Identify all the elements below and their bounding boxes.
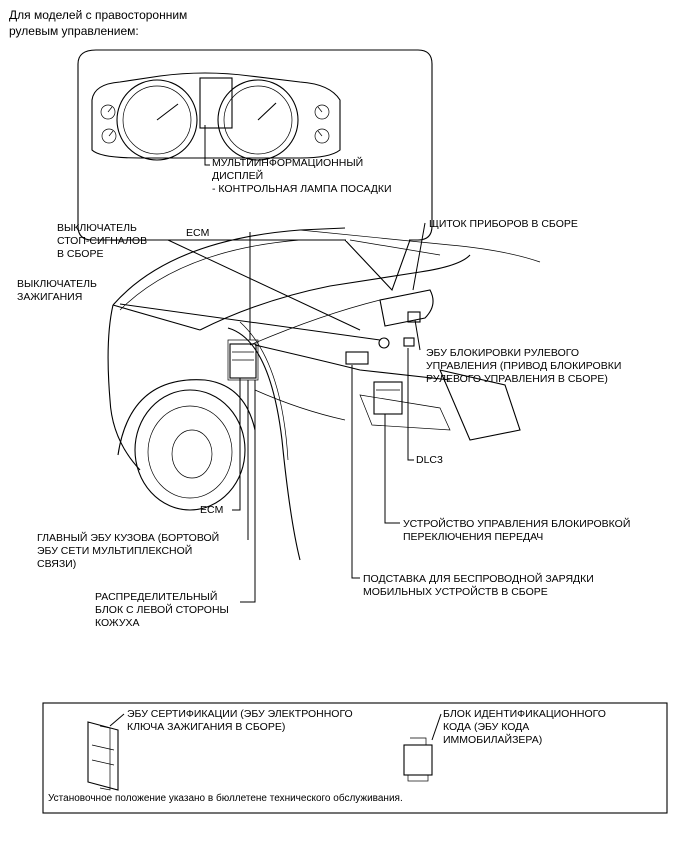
label-wireless-charger-line-2: МОБИЛЬНЫХ УСТРОЙСТВ В СБОРЕ — [363, 586, 548, 598]
label-multi-display: МУЛЬТИИНФОРМАЦИОННЫЙ ДИСПЛЕЙ - КОНТРОЛЬН… — [212, 157, 392, 196]
label-instrument-cluster: ЩИТОК ПРИБОРОВ В СБОРЕ — [429, 218, 578, 230]
label-shift-lock: УСТРОЙСТВО УПРАВЛЕНИЯ БЛОКИРОВКОЙ ПЕРЕКЛ… — [403, 518, 630, 544]
leader-lines — [119, 125, 426, 603]
label-id-code-box-line-3: ИММОБИЛАЙЗЕРА) — [443, 734, 543, 746]
label-ecm-top: ECM — [186, 227, 210, 239]
label-ignition-switch: ВЫКЛЮЧАТЕЛЬ ЗАЖИГАНИЯ — [17, 278, 97, 304]
header-line-2: рулевым управлением: — [9, 24, 139, 38]
label-stop-switch-line-2: СТОП-СИГНАЛОВ — [57, 235, 148, 247]
label-wireless-charger: ПОДСТАВКА ДЛЯ БЕСПРОВОДНОЙ ЗАРЯДКИ МОБИЛ… — [363, 573, 594, 599]
label-shift-lock-line-1: УСТРОЙСТВО УПРАВЛЕНИЯ БЛОКИРОВКОЙ — [403, 518, 631, 530]
label-id-code-box-line-1: БЛОК ИДЕНТИФИКАЦИОННОГО — [443, 708, 606, 720]
label-steering-lock: ЭБУ БЛОКИРОВКИ РУЛЕВОГО УПРАВЛЕНИЯ (ПРИВ… — [426, 347, 621, 386]
car-interior-sketch — [107, 227, 541, 561]
label-stop-switch-line-1: ВЫКЛЮЧАТЕЛЬ — [57, 222, 137, 234]
label-main-body-ecu-line-3: СВЯЗИ) — [37, 558, 77, 570]
label-junction-block-line-2: БЛОК С ЛЕВОЙ СТОРОНЫ — [95, 604, 229, 616]
label-stop-switch: ВЫКЛЮЧАТЕЛЬ СТОП-СИГНАЛОВ В СБОРЕ — [57, 222, 147, 261]
legend-box — [42, 702, 668, 814]
label-steering-lock-line-1: ЭБУ БЛОКИРОВКИ РУЛЕВОГО — [426, 347, 579, 359]
label-main-body-ecu-line-2: ЭБУ СЕТИ МУЛЬТИПЛЕКСНОЙ — [37, 545, 193, 557]
ignition-switch-shape — [378, 337, 390, 349]
service-bulletin-note: Установочное положение указано в бюллете… — [48, 793, 403, 804]
label-shift-lock-line-2: ПЕРЕКЛЮЧЕНИЯ ПЕРЕДАЧ — [403, 531, 544, 543]
label-multi-display-line-3: - КОНТРОЛЬНАЯ ЛАМПА ПОСАДКИ — [212, 183, 392, 195]
instrument-inset — [77, 49, 433, 292]
label-main-body-ecu-line-1: ГЛАВНЫЙ ЭБУ КУЗОВА (БОРТОВОЙ — [37, 532, 220, 544]
label-steering-lock-line-3: РУЛЕВОГО УПРАВЛЕНИЯ В СБОРЕ) — [426, 373, 608, 385]
label-steering-lock-line-2: УПРАВЛЕНИЯ (ПРИВОД БЛОКИРОВКИ — [426, 360, 622, 372]
label-wireless-charger-line-1: ПОДСТАВКА ДЛЯ БЕСПРОВОДНОЙ ЗАРЯДКИ — [363, 573, 594, 585]
label-main-body-ecu: ГЛАВНЫЙ ЭБУ КУЗОВА (БОРТОВОЙ ЭБУ СЕТИ МУ… — [37, 532, 219, 571]
ecm-module-shape — [229, 343, 257, 379]
label-junction-block-line-1: РАСПРЕДЕЛИТЕЛЬНЫЙ — [95, 591, 218, 603]
label-ignition-switch-line-2: ЗАЖИГАНИЯ — [17, 291, 83, 303]
label-dlc3: DLC3 — [416, 454, 443, 466]
label-id-code-box: БЛОК ИДЕНТИФИКАЦИОННОГО КОДА (ЭБУ КОДА И… — [443, 708, 606, 747]
label-multi-display-line-2: ДИСПЛЕЙ — [212, 170, 264, 182]
label-ignition-switch-line-1: ВЫКЛЮЧАТЕЛЬ — [17, 278, 97, 290]
label-junction-block: РАСПРЕДЕЛИТЕЛЬНЫЙ БЛОК С ЛЕВОЙ СТОРОНЫ К… — [95, 591, 229, 630]
label-stop-switch-line-3: В СБОРЕ — [57, 248, 104, 260]
label-ecm-bottom: ECM — [200, 504, 224, 516]
component-shapes — [229, 311, 421, 415]
label-certification-ecu: ЭБУ СЕРТИФИКАЦИИ (ЭБУ ЭЛЕКТРОННОГО КЛЮЧА… — [127, 708, 353, 734]
header-line-1: Для моделей с правосторонним — [9, 8, 188, 22]
shift-lock-shape — [373, 381, 403, 415]
label-junction-block-line-3: КОЖУХА — [95, 617, 140, 629]
label-certification-ecu-line-2: КЛЮЧА ЗАЖИГАНИЯ В СБОРЕ) — [127, 721, 286, 733]
label-multi-display-line-1: МУЛЬТИИНФОРМАЦИОННЫЙ — [212, 157, 364, 169]
dlc3-shape — [403, 337, 415, 347]
label-certification-ecu-line-1: ЭБУ СЕРТИФИКАЦИИ (ЭБУ ЭЛЕКТРОННОГО — [127, 708, 353, 720]
steering-lock-shape — [407, 311, 421, 323]
label-id-code-box-line-2: КОДА (ЭБУ КОДА — [443, 721, 530, 733]
wireless-charger-shape — [345, 351, 369, 365]
